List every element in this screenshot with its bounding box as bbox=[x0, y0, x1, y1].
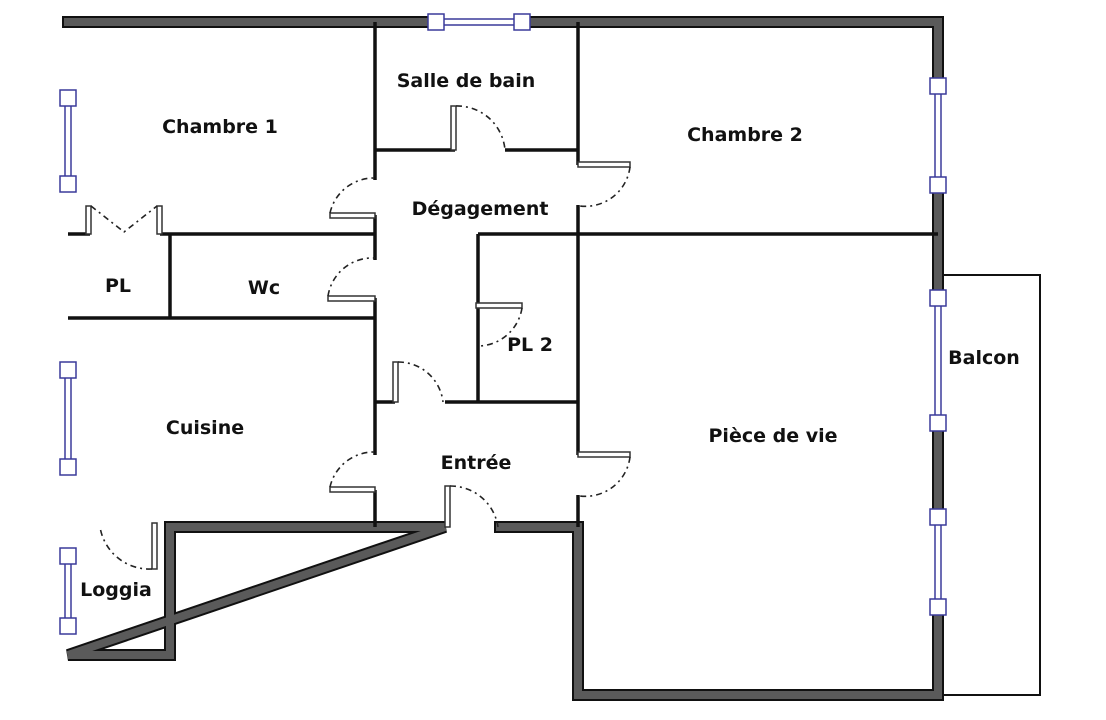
room-label-balcon: Balcon bbox=[948, 347, 1020, 369]
room-label-chambre-1: Chambre 1 bbox=[162, 116, 278, 138]
room-label-pl-2: PL 2 bbox=[507, 334, 553, 356]
interior-walls bbox=[68, 22, 938, 527]
room-label-entree: Entrée bbox=[441, 452, 512, 474]
room-label-cuisine: Cuisine bbox=[166, 417, 244, 439]
room-label-loggia: Loggia bbox=[80, 579, 152, 601]
room-label-salle-de-bain: Salle de bain bbox=[397, 70, 536, 92]
exterior-walls bbox=[62, 16, 944, 701]
room-label-pl: PL bbox=[105, 275, 131, 297]
room-label-wc: Wc bbox=[248, 277, 280, 299]
room-label-degagement: Dégagement bbox=[412, 198, 549, 220]
room-label-chambre-2: Chambre 2 bbox=[687, 124, 803, 146]
room-label-piece-de-vie: Pièce de vie bbox=[709, 425, 838, 447]
balcony-outline bbox=[937, 274, 1041, 696]
windows bbox=[59, 13, 947, 635]
doors bbox=[85, 105, 631, 570]
